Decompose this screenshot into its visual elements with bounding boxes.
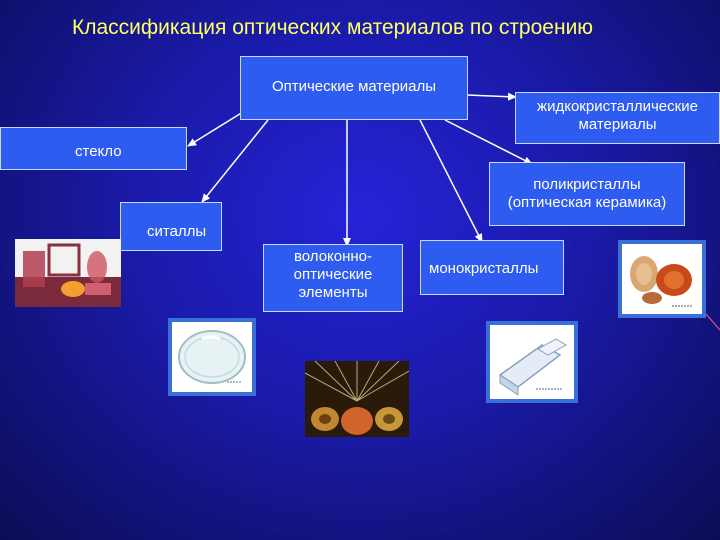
ceramic-photo (618, 240, 706, 318)
node-monocrystal: монокристаллы (420, 240, 564, 295)
node-glass-label: стекло (75, 143, 122, 160)
accent-line (705, 313, 720, 331)
node-fiber-optic-label: волоконно-оптические элементы (293, 248, 373, 301)
node-fiber-optic: волоконно-оптические элементы (263, 244, 403, 312)
glass-disk-photo (168, 318, 256, 396)
arrow-to-sitall (201, 119, 269, 203)
arrow-to-poly (444, 119, 533, 165)
node-polycrystal: поликристаллы (оптическая керамика) (489, 162, 685, 226)
glassware-photo (15, 239, 121, 307)
arrow-to-glass (187, 111, 244, 147)
node-polycrystal-label: поликристаллы (оптическая керамика) (507, 176, 667, 211)
root-node-label: Оптические материалы (271, 78, 437, 95)
node-sitall: ситаллы (120, 202, 222, 251)
slide-title: Классификация оптических материалов по с… (72, 16, 594, 39)
node-monocrystal-label: монокристаллы (429, 260, 539, 277)
node-liquid-crystal: жидкокристаллические материалы (515, 92, 720, 144)
node-sitall-label: ситаллы (147, 223, 207, 240)
node-glass: стекло (0, 127, 187, 170)
node-liquid-crystal-label: жидкокристаллические материалы (537, 98, 698, 133)
fiber-optic-photo (305, 361, 409, 437)
monocrystal-photo (486, 321, 578, 403)
arrow-to-mono (419, 119, 483, 243)
arrow-to-lc (466, 92, 517, 101)
root-node: Оптические материалы (240, 56, 468, 120)
